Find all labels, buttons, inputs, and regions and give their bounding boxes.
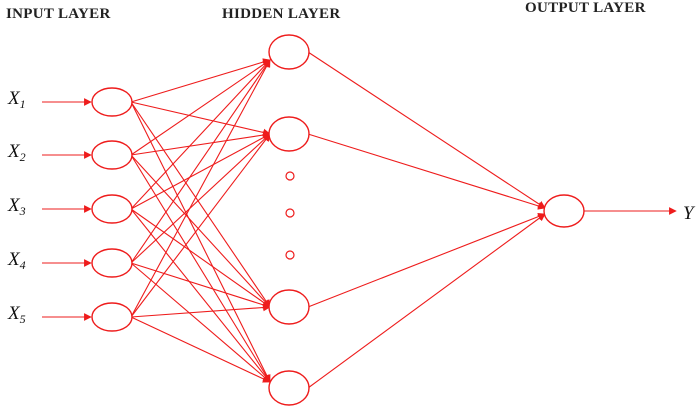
- output-layer-label: OUTPUT LAYER: [525, 0, 646, 16]
- neurons: [91, 34, 585, 406]
- input-label-base: X: [7, 195, 21, 216]
- edge-hidden4-output: [307, 213, 546, 389]
- input-label-1: X1: [7, 88, 26, 111]
- input-neuron-5: [91, 302, 133, 332]
- input-label-base: X: [7, 141, 21, 162]
- input-label-subscript: 3: [19, 204, 26, 218]
- hidden-layer-label: HIDDEN LAYER: [222, 6, 341, 22]
- edge-hidden3-output: [307, 212, 546, 308]
- output-neuron: [543, 194, 585, 228]
- hidden-neuron-2: [268, 116, 310, 152]
- edge-input3-hidden3: [130, 208, 271, 308]
- input-label-subscript: 5: [20, 312, 26, 326]
- edge-input4-hidden2: [130, 133, 271, 264]
- edge-input2-hidden2: [130, 131, 271, 156]
- edge-input2-hidden4: [130, 154, 271, 383]
- connections: [130, 51, 546, 389]
- hidden-ellipsis: [285, 171, 295, 260]
- ellipsis-dot-1: [285, 171, 295, 181]
- input-label-5: X5: [7, 303, 26, 326]
- input-neuron-3: [91, 194, 133, 224]
- input-label-2: X2: [7, 141, 26, 164]
- ellipsis-dot-2: [285, 208, 295, 218]
- edge-input1-hidden1: [130, 58, 271, 103]
- input-label-base: X: [7, 303, 21, 324]
- edge-input5-hidden1: [130, 59, 271, 318]
- input-neuron-2: [91, 140, 133, 170]
- edge-input5-hidden2: [130, 133, 271, 318]
- input-neuron-1: [91, 87, 133, 117]
- input-neuron-4: [91, 248, 133, 278]
- edge-input1-hidden4: [130, 101, 271, 383]
- edge-hidden2-output: [307, 133, 546, 210]
- edge-input2-hidden3: [130, 154, 271, 308]
- input-label-4: X4: [7, 249, 26, 272]
- input-label-subscript: 1: [20, 97, 26, 111]
- input-label-subscript: 2: [20, 150, 26, 164]
- input-label-base: X: [7, 249, 21, 270]
- edge-input2-hidden1: [130, 59, 271, 156]
- edge-input3-hidden1: [130, 59, 271, 210]
- hidden-neuron-4: [268, 370, 310, 406]
- output-label: Y: [683, 203, 696, 224]
- edge-input5-hidden3: [130, 303, 271, 318]
- edge-input1-hidden2: [130, 101, 271, 137]
- ellipsis-dot-3: [285, 250, 295, 260]
- input-label-base: X: [7, 88, 21, 109]
- hidden-neuron-3: [268, 289, 310, 325]
- edge-input4-hidden1: [130, 59, 271, 264]
- edge-input4-hidden4: [130, 262, 271, 383]
- input-label-3: X3: [7, 195, 26, 218]
- edge-input5-hidden4: [130, 316, 271, 383]
- hidden-neuron-1: [268, 34, 310, 70]
- edge-hidden1-output: [307, 51, 546, 209]
- input-layer-label: INPUT LAYER: [6, 6, 111, 22]
- input-label-subscript: 4: [20, 258, 26, 272]
- edge-input3-hidden4: [130, 208, 271, 383]
- edge-input3-hidden2: [130, 133, 271, 210]
- edge-input4-hidden3: [130, 262, 271, 309]
- edge-input1-hidden3: [130, 101, 271, 308]
